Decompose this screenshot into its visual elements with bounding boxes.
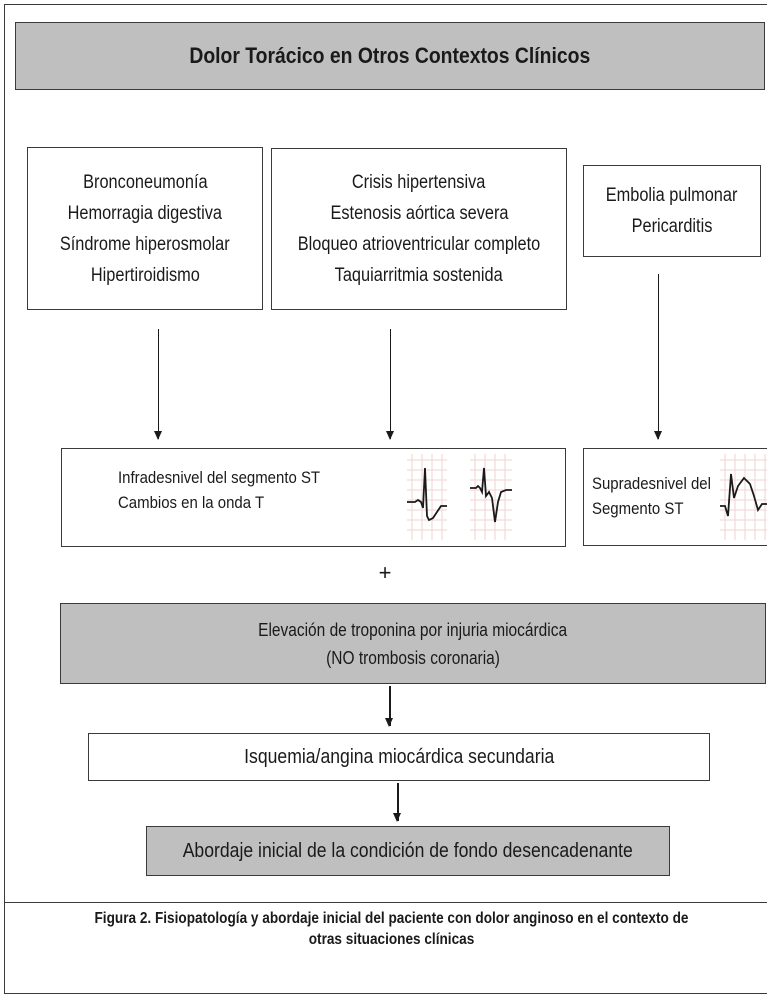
st-elevation-label-2: Segmento ST <box>592 499 684 518</box>
caption-divider <box>4 902 767 903</box>
plus-sign: + <box>378 560 392 585</box>
caption-line-1: Figura 2. Fisiopatología y abordaje inic… <box>94 910 689 927</box>
ecg-st-elevation-strip <box>720 454 767 540</box>
cause-item: Pericarditis <box>631 216 713 237</box>
ecg-st-depression-strip <box>407 454 447 540</box>
figure-caption: Figura 2. Fisiopatología y abordaje inic… <box>4 908 767 950</box>
cause-item: Síndrome hiperosmolar <box>60 233 230 255</box>
ecg-findings-box: Infradesnivel del segmento ST Cambios en… <box>61 448 566 547</box>
cause-item: Hemorragia digestiva <box>67 202 223 224</box>
ischemia-box: Isquemia/angina miocárdica secundaria <box>88 733 710 781</box>
cause-item: Crisis hipertensiva <box>352 172 486 193</box>
cause-item: Bloqueo atrioventricular completo <box>297 234 541 255</box>
st-elevation-label-1: Supradesnivel del <box>592 474 711 493</box>
cause-group-3: Embolia pulmonar Pericarditis <box>583 165 761 257</box>
ischemia-label: Isquemia/angina miocárdica secundaria <box>243 745 555 768</box>
t-wave-label: Cambios en la onda T <box>118 493 265 512</box>
diagram-title: Dolor Torácico en Otros Contextos Clínic… <box>189 43 591 68</box>
arrow-down <box>654 274 662 440</box>
st-elevation-box: Supradesnivel del Segmento ST <box>583 448 767 546</box>
cause-item: Bronconeumonía <box>82 171 208 193</box>
troponin-line-2: (NO trombosis coronaria) <box>326 647 500 668</box>
caption-line-2: otras situaciones clínicas <box>308 931 475 948</box>
arrow-down <box>385 686 393 727</box>
cause-item: Taquiarritmia sostenida <box>334 265 504 286</box>
st-depression-label: Infradesnivel del segmento ST <box>118 468 321 487</box>
arrow-down <box>386 329 394 440</box>
approach-label: Abordaje inicial de la condición de fond… <box>182 839 634 862</box>
arrow-down <box>154 329 162 440</box>
troponin-line-1: Elevación de troponina por injuria miocá… <box>258 619 568 640</box>
troponin-box: Elevación de troponina por injuria miocá… <box>60 603 766 684</box>
arrow-down <box>393 783 401 822</box>
title-box: Dolor Torácico en Otros Contextos Clínic… <box>15 22 765 90</box>
cause-item: Hipertiroidismo <box>90 264 200 286</box>
approach-box: Abordaje inicial de la condición de fond… <box>146 826 670 876</box>
cause-group-2: Crisis hipertensiva Estenosis aórtica se… <box>271 148 567 310</box>
ecg-t-inversion-strip <box>470 454 512 540</box>
cause-item: Estenosis aórtica severa <box>329 203 509 224</box>
figure-frame <box>4 4 767 994</box>
cause-item: Embolia pulmonar <box>606 185 738 206</box>
cause-group-1: Bronconeumonía Hemorragia digestiva Sínd… <box>27 147 263 310</box>
